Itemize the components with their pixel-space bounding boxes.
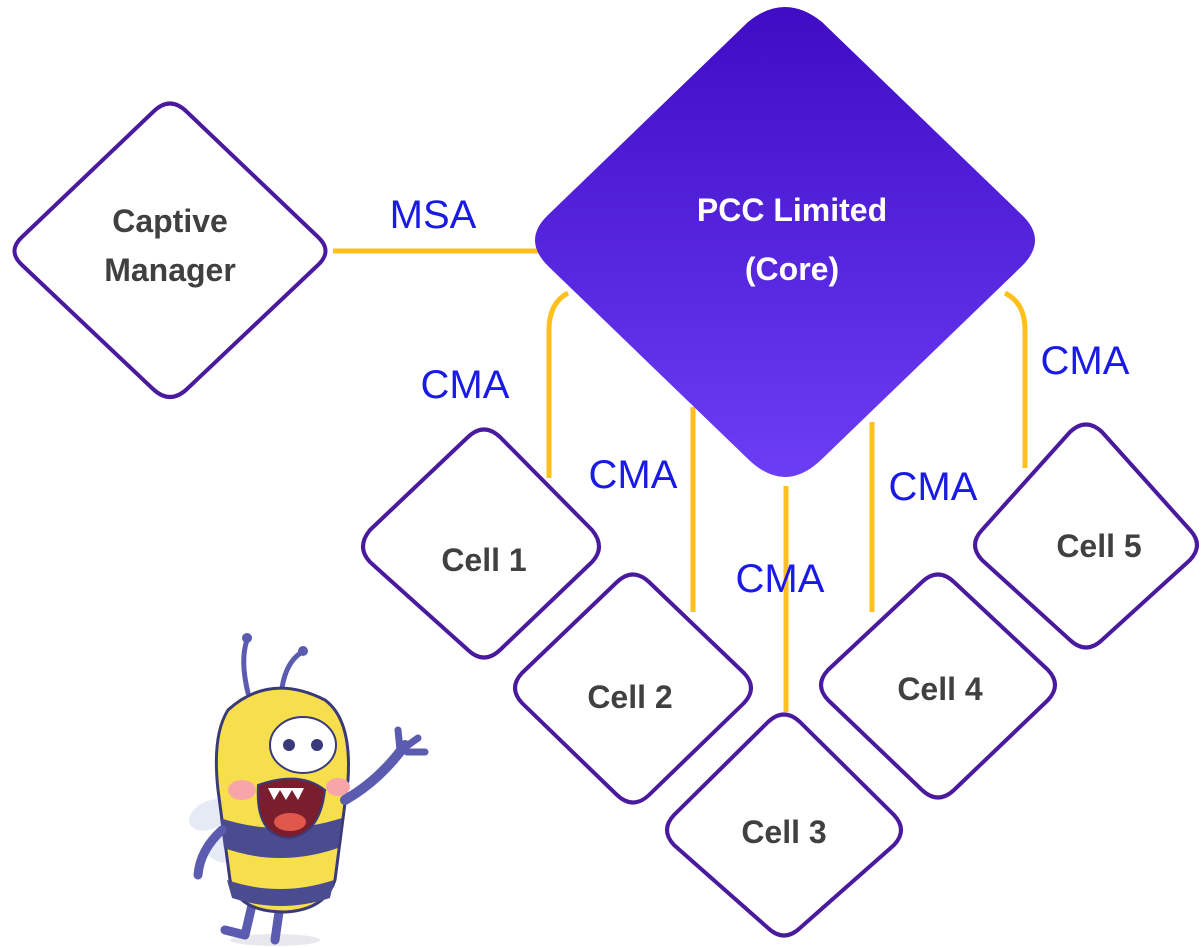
connectors [333,248,1028,712]
cell3-shape [665,712,903,938]
captive-manager-shape [12,101,328,399]
cma-label-cell4: CMA [889,465,978,509]
cma-label-cell3: CMA [736,557,825,601]
bee-mascot-icon [189,633,429,946]
cell2-node: Cell 2 [513,572,753,805]
captive-manager-label-line2: Manager [104,252,236,288]
core-label-line2: (Core) [745,251,839,287]
captive-manager-label-line1: Captive [112,203,228,239]
cell3-label: Cell 3 [741,814,826,850]
cell5-shape [973,422,1199,650]
cell4-node: Cell 4 [819,572,1057,800]
core-shape [535,7,1035,477]
cell4-shape [819,572,1057,800]
captive-manager-node: Captive Manager [12,101,328,399]
cell2-label: Cell 2 [587,679,672,715]
core-node: PCC Limited (Core) [535,7,1035,477]
msa-label: MSA [390,193,477,237]
cell3-node: Cell 3 [665,712,903,938]
edge-labels: MSA CMA CMA CMA CMA CMA [390,193,1130,601]
cell1-connector [546,290,570,478]
cell4-label: Cell 4 [897,671,983,707]
cma-label-cell5: CMA [1041,339,1130,383]
cma-label-cell1: CMA [421,363,510,407]
core-label-line1: PCC Limited [697,192,887,228]
cell1-label: Cell 1 [441,542,526,578]
cell5-label: Cell 5 [1056,528,1141,564]
cell2-shape [513,572,753,805]
cell5-node: Cell 5 [973,422,1199,650]
cell1-shape [361,427,601,660]
cma-label-cell2: CMA [589,453,678,497]
cell1-node: Cell 1 [361,427,601,660]
cell5-connector [1003,290,1028,468]
